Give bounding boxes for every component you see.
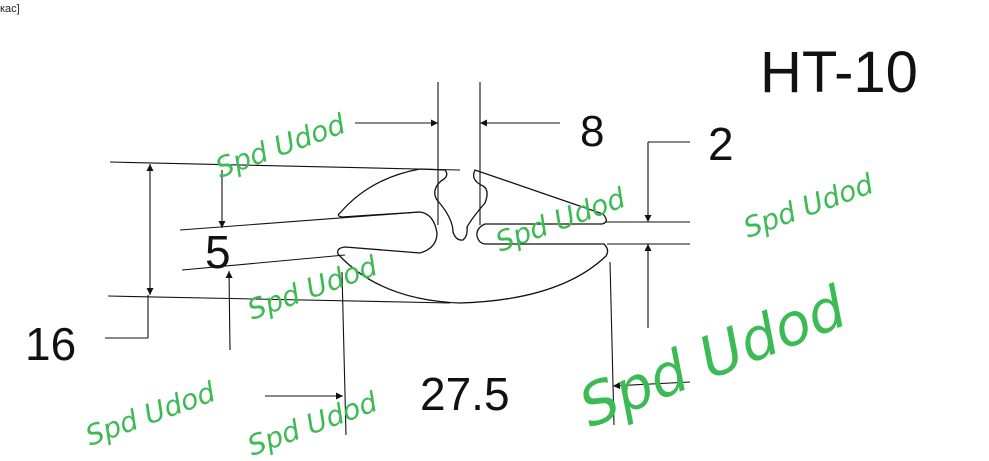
watermark: Spd Udod [243,385,382,461]
dimension-lines [105,82,691,436]
watermark: Spd Udod [491,181,630,258]
lip-dimension: 5 [205,226,231,278]
corner-text: кас] [0,3,20,15]
slot-dimension: 2 [708,118,734,170]
gap-dimension: 8 [580,107,604,156]
seal-profile [337,168,609,304]
watermark: Spd Udod [211,107,350,184]
height-dimension: 16 [25,318,76,370]
watermark: Spd Udod [243,249,382,326]
width-dimension: 27.5 [420,368,510,420]
watermark: Spd Udod [81,375,220,452]
part-title: HT-10 [760,40,918,105]
watermark: Spd Udod [739,167,878,244]
